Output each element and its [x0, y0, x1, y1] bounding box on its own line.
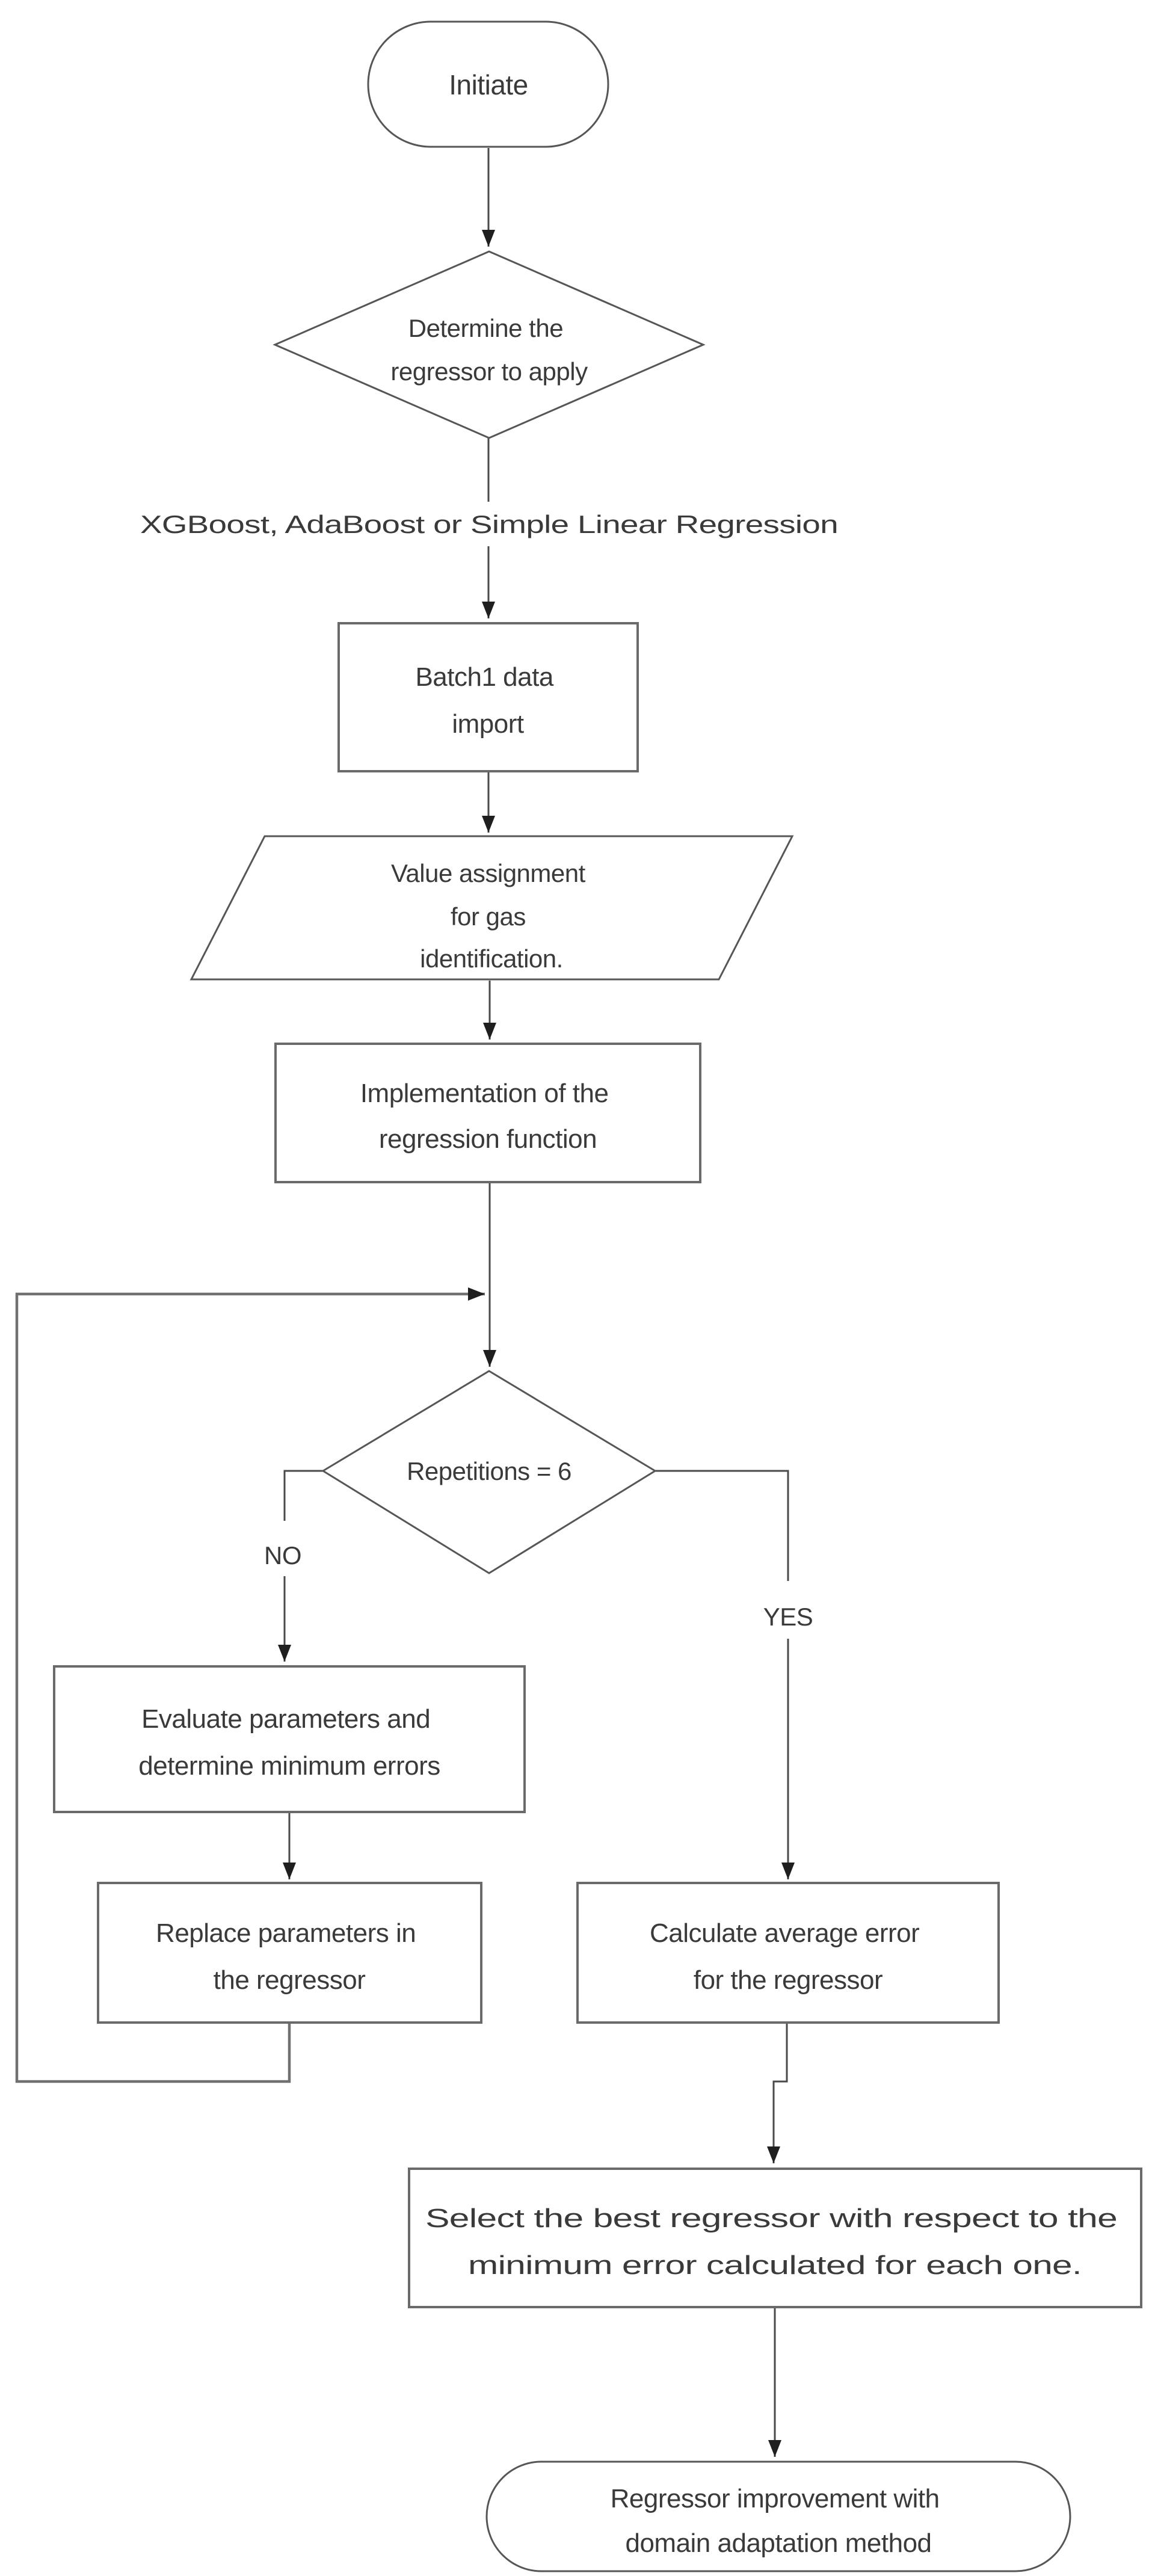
edge-yes-branch — [655, 1470, 795, 1879]
batch-import-label: Batch1 data import — [415, 662, 560, 739]
value-assignment-label: Value assignment for gas identification. — [391, 859, 592, 973]
edge-feedback-loop — [15, 1287, 485, 2083]
end-label: Regressor improvement with domain adapta… — [611, 2484, 947, 2558]
implement-regression-label: Implementation of the regression functio… — [360, 1079, 615, 1154]
end-terminator — [485, 2460, 1071, 2572]
replace-parameters-process — [97, 1882, 482, 2024]
repetitions-check-decision — [321, 1370, 657, 1574]
yes-branch-label: YES — [763, 1603, 813, 1631]
calculate-error-process — [576, 1882, 1000, 2024]
regressor-options-note-background — [114, 502, 866, 546]
edge-calculate-to-select — [767, 2023, 788, 2163]
determine-regressor-label: Determine the regressor to apply — [390, 314, 588, 386]
replace-parameters-label: Replace parameters in the regressor — [156, 1918, 423, 1995]
start-terminator — [367, 20, 609, 148]
select-best-process — [408, 2168, 1142, 2308]
edge-no-branch — [278, 1470, 323, 1662]
yes-label-background — [748, 1581, 828, 1639]
select-best-label: Select the best regressor with respect t… — [425, 2204, 1124, 2280]
value-assignment-data — [189, 835, 794, 981]
batch-import-process — [337, 622, 639, 772]
evaluate-parameters-label: Evaluate parameters and determine minimu… — [138, 1704, 440, 1781]
regressor-options-note: XGBoost, AdaBoost or Simple Linear Regre… — [140, 510, 838, 538]
calculate-error-label: Calculate average error for the regresso… — [650, 1918, 926, 1995]
evaluate-parameters-process — [53, 1665, 526, 1813]
no-label-background — [251, 1521, 319, 1576]
no-branch-label: NO — [264, 1541, 301, 1570]
implement-regression-process — [274, 1043, 701, 1183]
start-label: Initiate — [449, 69, 528, 100]
repetitions-check-label: Repetitions = 6 — [407, 1457, 571, 1485]
determine-regressor-decision — [273, 250, 706, 439]
